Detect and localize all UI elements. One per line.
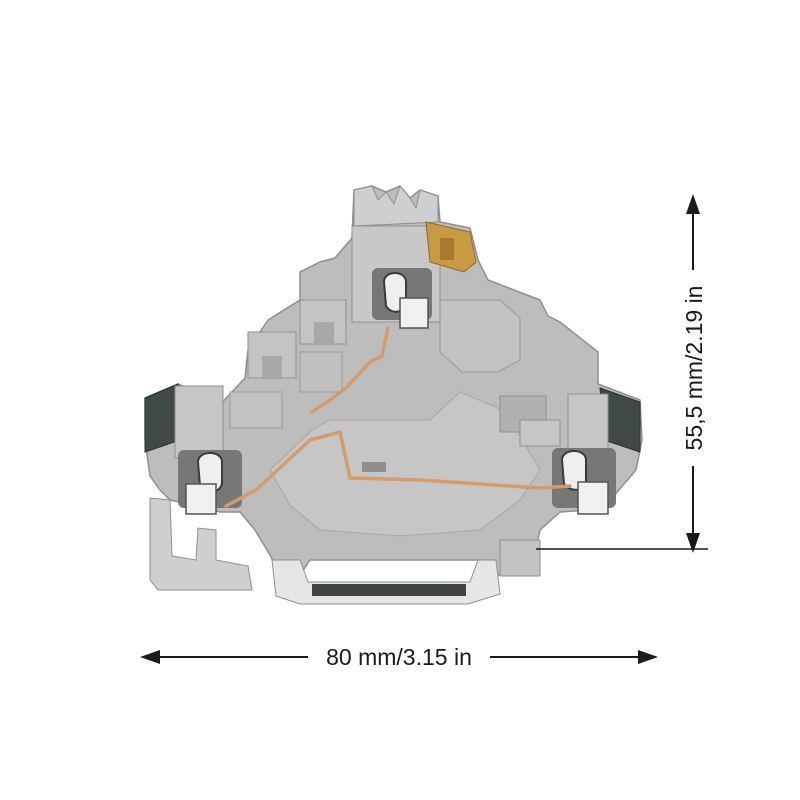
right-clamp-lever bbox=[577, 481, 609, 515]
height-arrowhead-top bbox=[686, 194, 700, 214]
width-arrowhead-right bbox=[638, 650, 658, 664]
left-clamp-lever bbox=[185, 483, 217, 515]
height-dimension-label: 55,5 mm/2.19 in bbox=[681, 286, 707, 451]
foot-right bbox=[499, 539, 541, 577]
left-step-block-4 bbox=[314, 322, 334, 344]
top-crenellations bbox=[353, 184, 439, 227]
height-label-gap bbox=[680, 270, 706, 466]
left-step-block-5 bbox=[229, 391, 283, 429]
upper-clamp-lever bbox=[399, 297, 429, 329]
width-dimension-label: 80 mm/3.15 in bbox=[326, 644, 472, 670]
width-dimension: 80 mm/3.15 in bbox=[140, 644, 658, 670]
right-upper-detail-2 bbox=[519, 419, 561, 447]
din-rail-dark-band bbox=[312, 584, 466, 596]
left-step-block-6 bbox=[299, 351, 343, 393]
right-cap-housing bbox=[567, 393, 609, 457]
height-dimension: 55,5 mm/2.19 in bbox=[536, 194, 708, 553]
marker-carrier-slot bbox=[440, 238, 454, 260]
center-slot bbox=[362, 462, 386, 472]
left-cap-housing bbox=[174, 385, 224, 459]
height-arrowhead-bottom bbox=[686, 533, 700, 553]
right-spring bbox=[560, 450, 587, 491]
center-face bbox=[269, 391, 541, 537]
width-arrowhead-left bbox=[140, 650, 160, 664]
left-step-block-2 bbox=[262, 356, 282, 378]
internal-jumper bbox=[224, 326, 572, 508]
mounting-foot-left bbox=[149, 497, 253, 591]
terminal-block bbox=[144, 184, 643, 605]
upper-shoulder bbox=[439, 299, 521, 373]
